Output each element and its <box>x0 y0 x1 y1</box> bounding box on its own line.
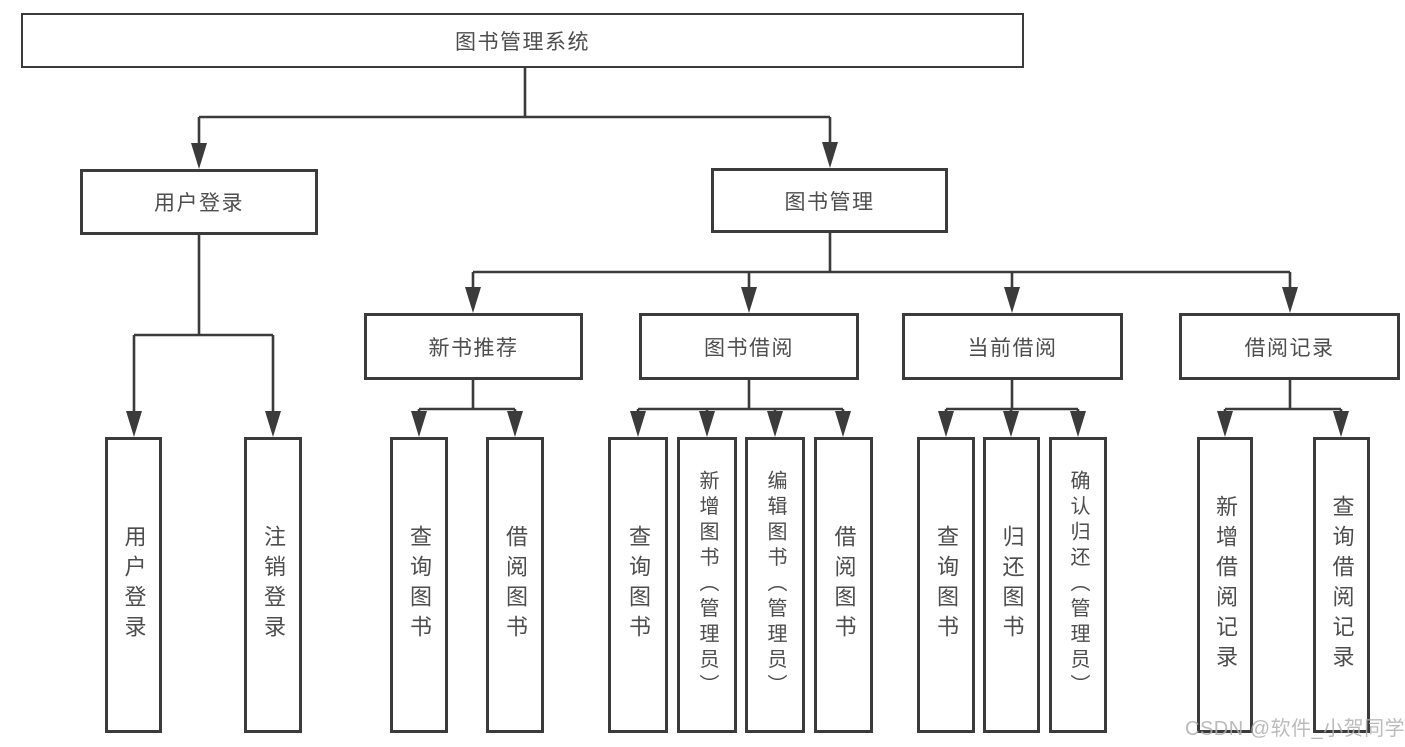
leaf-query-borrow-record: 查询借阅记录 <box>1313 437 1370 733</box>
leaf-add-borrow-record: 新增借阅记录 <box>1197 437 1253 733</box>
leaf-edit-book-admin: 编辑图书（管理员） <box>745 437 805 733</box>
leaf-confirm-return-admin: 确认归还（管理员） <box>1049 437 1107 733</box>
leaf-borrow-book-2-label: 借阅图书 <box>831 525 857 645</box>
node-root: 图书管理系统 <box>21 13 1024 68</box>
node-current-borrow-label: 当前借阅 <box>967 336 1058 360</box>
node-book-management: 图书管理 <box>711 168 948 233</box>
leaf-borrow-book-2: 借阅图书 <box>814 437 873 733</box>
leaf-user-login: 用户登录 <box>105 437 162 733</box>
leaf-edit-book-admin-label: 编辑图书（管理员） <box>764 470 786 700</box>
watermark: CSDN @软件_小贺同学 <box>1185 718 1405 740</box>
node-book-management-label: 图书管理 <box>784 190 875 214</box>
leaf-query-book-1-label: 查询图书 <box>407 525 432 645</box>
leaf-confirm-return-admin-label: 确认归还（管理员） <box>1067 470 1089 700</box>
node-new-book-recommend-label: 新书推荐 <box>428 336 519 360</box>
leaf-user-login-label: 用户登录 <box>121 525 147 645</box>
leaf-borrow-book-1-label: 借阅图书 <box>503 525 528 645</box>
node-borrow-records-label: 借阅记录 <box>1244 336 1335 360</box>
node-book-borrow: 图书借阅 <box>639 313 859 380</box>
leaf-logout: 注销登录 <box>244 437 302 733</box>
leaf-query-book-3-label: 查询图书 <box>934 525 959 645</box>
leaf-query-borrow-record-label: 查询借阅记录 <box>1329 495 1355 675</box>
leaf-add-borrow-record-label: 新增借阅记录 <box>1213 495 1238 675</box>
node-user-login: 用户登录 <box>80 169 318 235</box>
node-book-borrow-label: 图书借阅 <box>704 336 794 360</box>
node-borrow-records: 借阅记录 <box>1179 313 1400 380</box>
leaf-return-book: 归还图书 <box>983 437 1040 733</box>
leaf-query-book-1: 查询图书 <box>390 437 448 733</box>
leaf-add-book-admin: 新增图书（管理员） <box>677 437 737 733</box>
leaf-return-book-label: 归还图书 <box>999 525 1025 645</box>
leaf-logout-label: 注销登录 <box>261 525 286 645</box>
leaf-query-book-2-label: 查询图书 <box>626 525 651 645</box>
leaf-query-book-2: 查询图书 <box>608 437 668 733</box>
node-current-borrow: 当前借阅 <box>902 313 1123 380</box>
node-user-login-label: 用户登录 <box>154 192 244 215</box>
node-root-label: 图书管理系统 <box>455 30 590 54</box>
leaf-borrow-book-1: 借阅图书 <box>486 437 544 733</box>
leaf-add-book-admin-label: 新增图书（管理员） <box>696 470 718 700</box>
node-new-book-recommend: 新书推荐 <box>364 313 583 380</box>
leaf-query-book-3: 查询图书 <box>917 437 975 733</box>
